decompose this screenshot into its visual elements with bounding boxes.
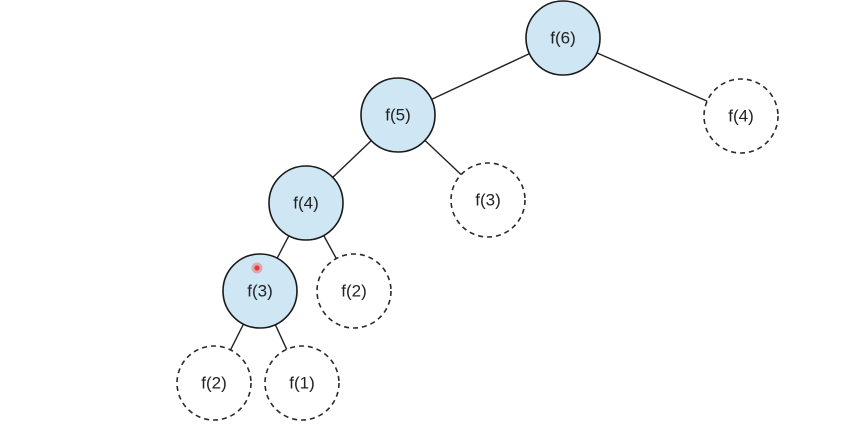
node-circle [525,0,601,76]
node-circle [316,253,392,329]
node-circle [360,77,436,153]
node-circle [703,78,779,154]
node-circle [268,165,344,241]
tree-node-computed: f(3) [222,253,298,329]
node-label: f(2) [201,374,227,393]
tree-edge [332,140,372,178]
tree-node-computed: f(6) [525,0,601,76]
node-label: f(6) [550,29,576,48]
tree-edge [323,235,337,259]
node-label: f(5) [385,106,411,125]
node-circle [264,345,340,421]
tree-node-pending: f(3) [450,162,526,238]
node-label: f(4) [293,194,319,213]
tree-node-pending: f(1) [264,345,340,421]
node-label: f(3) [475,191,501,210]
mouse-cursor-indicator [251,262,263,274]
node-label: f(2) [341,282,367,301]
tree-edge [274,324,288,350]
tree-node-pending: f(2) [176,345,252,421]
node-circle [450,162,526,238]
tree-node-pending: f(4) [703,78,779,154]
node-label: f(1) [289,374,315,393]
edges-layer [229,52,708,351]
tree-edge [596,52,708,102]
tree-edge [229,323,245,351]
node-label: f(4) [728,107,754,126]
nodes-layer: f(6) f(5) f(4) f(4) f(3) f(3) f(2) f(2) f(1) [176,0,779,421]
tree-node-pending: f(2) [316,253,392,329]
tree-node-computed: f(5) [360,77,436,153]
tree-node-computed: f(4) [268,165,344,241]
node-circle [222,253,298,329]
tree-edge [424,139,462,176]
node-circle [176,345,252,421]
node-label: f(3) [247,282,273,301]
tree-edge [276,235,290,259]
tree-edge [431,53,530,100]
